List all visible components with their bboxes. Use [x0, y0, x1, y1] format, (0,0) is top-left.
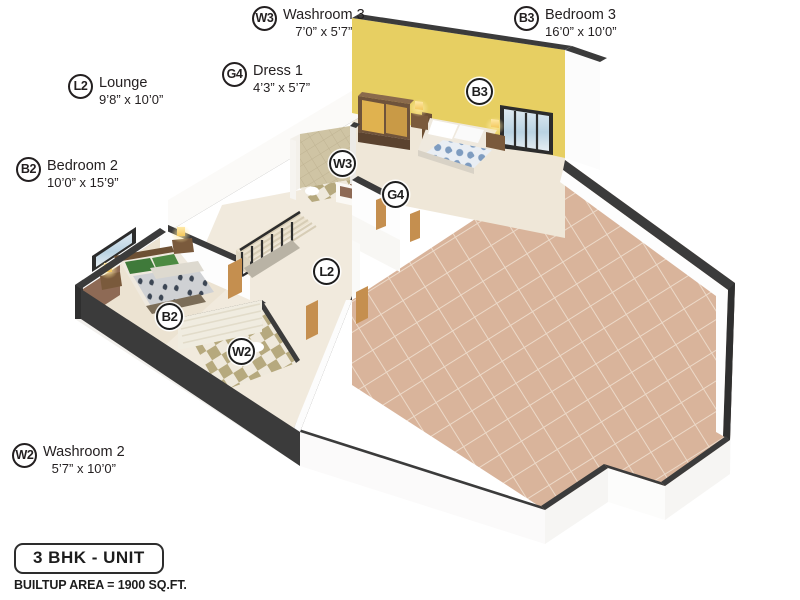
callout-dims-bedroom-3: 16’0” x 10’0” [545, 23, 617, 39]
callout-dress-1: G4 Dress 1 4’3” x 5’7” [222, 62, 310, 95]
callout-dims-washroom-3: 7’0” x 5’7” [295, 23, 353, 39]
callout-dims-bedroom-2: 10’0” x 15’9” [47, 174, 119, 190]
callout-bedroom-2: B2 Bedroom 2 10’0” x 15’9” [16, 157, 119, 190]
marker-bedroom-2: B2 [156, 303, 183, 330]
marker-bedroom-3: B3 [466, 78, 493, 105]
callout-name-washroom-2: Washroom 2 [43, 444, 125, 460]
callout-name-bedroom-2: Bedroom 2 [47, 158, 118, 174]
callout-name-lounge: Lounge [99, 75, 148, 91]
marker-dress-1: G4 [382, 181, 409, 208]
terrace-parapet [296, 160, 735, 510]
nightstand-left-bedroom-3 [409, 99, 429, 130]
marker-washroom-2: W2 [228, 338, 255, 365]
nightstand-right-bedroom-3 [485, 117, 505, 151]
wardrobe-bedroom-3 [358, 92, 414, 150]
marker-washroom-3: W3 [329, 150, 356, 177]
window-bedroom-2 [92, 227, 136, 272]
room-bedroom-3 [352, 14, 607, 174]
callout-washroom-3: W3 Washroom 3 7’0” x 5’7” [252, 6, 365, 39]
badge-b3: B3 [514, 6, 539, 31]
room-lounge [228, 196, 420, 340]
window-bedroom-3 [500, 105, 553, 155]
badge-b2: B2 [16, 157, 41, 182]
badge-w2: W2 [12, 443, 37, 468]
badge-l2: L2 [68, 74, 93, 99]
room-bedroom-2 [83, 200, 214, 319]
callout-washroom-2: W2 Washroom 2 5’7” x 10’0” [12, 443, 125, 476]
doors [228, 196, 420, 340]
badge-w3: W3 [252, 6, 277, 31]
staircase [236, 210, 317, 278]
nightstand-upper-bedroom-2 [171, 225, 194, 254]
marker-lounge: L2 [313, 258, 340, 285]
callout-lounge: L2 Lounge 9’8” x 10’0” [68, 74, 163, 107]
terrace-floor [352, 160, 735, 510]
unit-type-chip: 3 BHK - UNIT [14, 543, 164, 574]
builtup-area-label: BUILTUP AREA = 1900 SQ.FT. [14, 578, 187, 592]
outer-wall-caps [75, 228, 300, 466]
callout-name-bedroom-3: Bedroom 3 [545, 7, 616, 23]
callout-name-dress-1: Dress 1 [253, 63, 303, 79]
callout-dims-lounge: 9’8” x 10’0” [99, 91, 164, 107]
callout-bedroom-3: B3 Bedroom 3 16’0” x 10’0” [514, 6, 617, 39]
badge-g4: G4 [222, 62, 247, 87]
callout-dims-washroom-2: 5’7” x 10’0” [51, 460, 116, 476]
callout-dims-dress-1: 4’3” x 5’7” [253, 79, 311, 95]
bed-bedroom-2 [114, 246, 214, 314]
callout-name-washroom-3: Washroom 3 [283, 7, 365, 23]
bed-bedroom-3 [418, 112, 497, 174]
plan-footer: 3 BHK - UNIT BUILTUP AREA = 1900 SQ.FT. [14, 543, 187, 592]
